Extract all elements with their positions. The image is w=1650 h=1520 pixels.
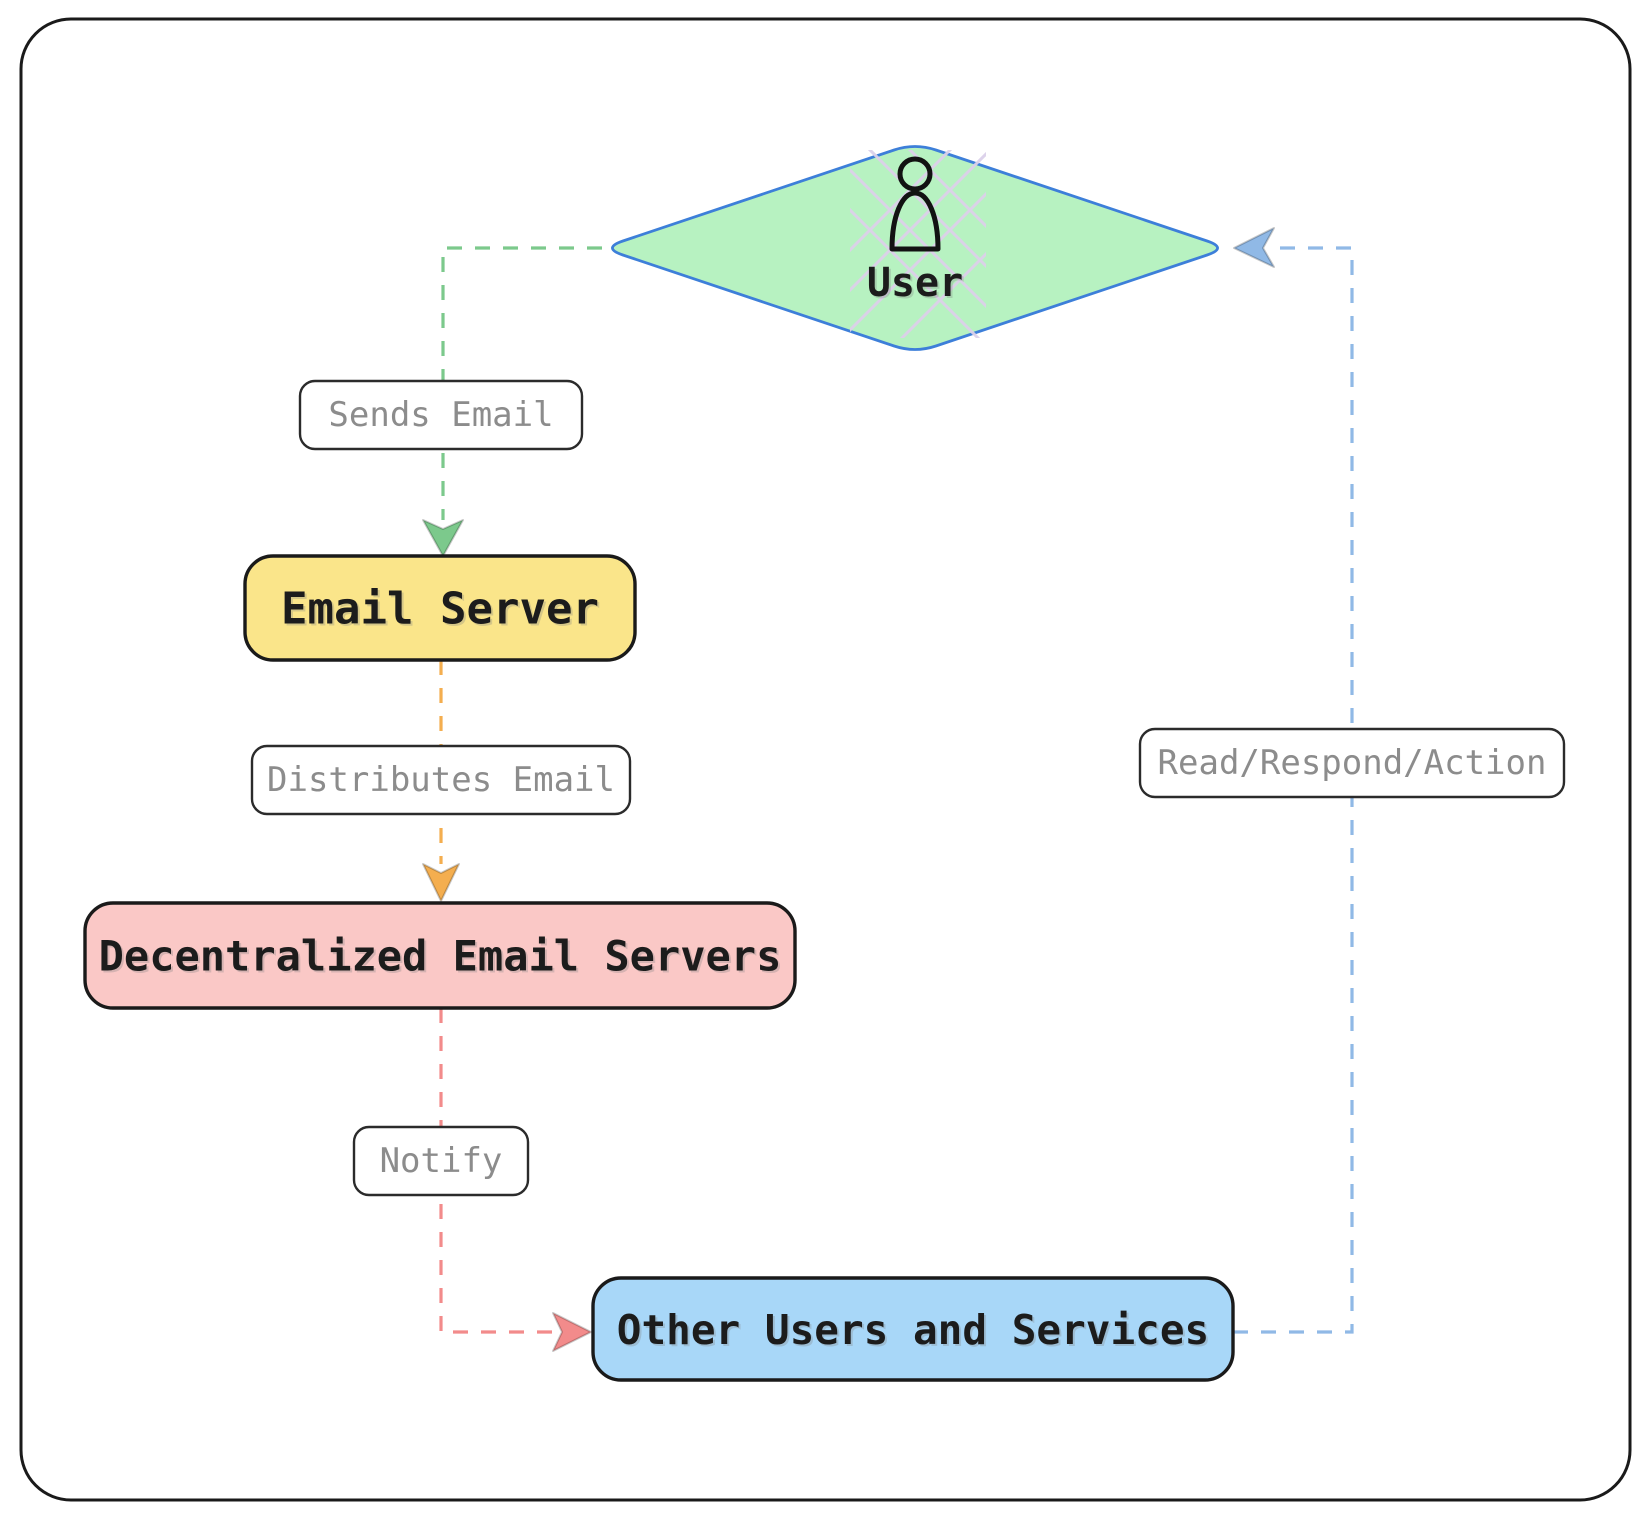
edge-read-respond-action <box>1233 227 1354 1334</box>
edge-label-text: Notify <box>380 1141 503 1181</box>
person-icon <box>889 156 941 252</box>
edge-label-box <box>352 1125 530 1197</box>
edge-label-text: Distributes Email <box>267 760 615 800</box>
edge-label-read-respond-action: Read/Respond/Action <box>1138 727 1566 799</box>
edge-label-box <box>250 744 632 816</box>
node-decentralized-email-servers-label: Decentralized Email Servers <box>99 932 782 981</box>
node-user-label: User <box>867 260 963 306</box>
edge-distributes-email <box>422 660 460 902</box>
arrowhead-down-icon <box>422 519 464 557</box>
node-other-users-and-services: Other Users and Services <box>591 1276 1235 1382</box>
decentralized-email-servers-box <box>83 901 797 1010</box>
arrowhead-down-icon <box>422 863 460 902</box>
edge-label-text: Sends Email <box>328 395 553 435</box>
edge-label-distributes-email: Distributes Email <box>250 744 632 816</box>
edge-label-notify: Notify <box>352 1125 530 1197</box>
other-users-and-services-box <box>591 1276 1235 1382</box>
arrowhead-right-icon <box>552 1312 592 1352</box>
email-server-box <box>243 554 637 662</box>
node-email-server-label: Email Server <box>281 584 599 635</box>
node-decentralized-email-servers: Decentralized Email Servers <box>83 901 797 1010</box>
node-user: User <box>611 145 1219 351</box>
edge-read-respond-action-path <box>1233 246 1354 1334</box>
edge-label-sends-email: Sends Email <box>298 379 584 451</box>
node-other-users-and-services-label: Other Users and Services <box>617 1306 1209 1354</box>
arrowhead-left-icon <box>1233 227 1275 268</box>
node-email-server: Email Server <box>243 554 637 662</box>
edge-label-box <box>298 379 584 451</box>
edge-notify <box>439 1008 592 1352</box>
edge-label-text: Read/Respond/Action <box>1158 743 1547 783</box>
edge-label-box <box>1138 727 1566 799</box>
edge-notify-path <box>439 1008 552 1334</box>
